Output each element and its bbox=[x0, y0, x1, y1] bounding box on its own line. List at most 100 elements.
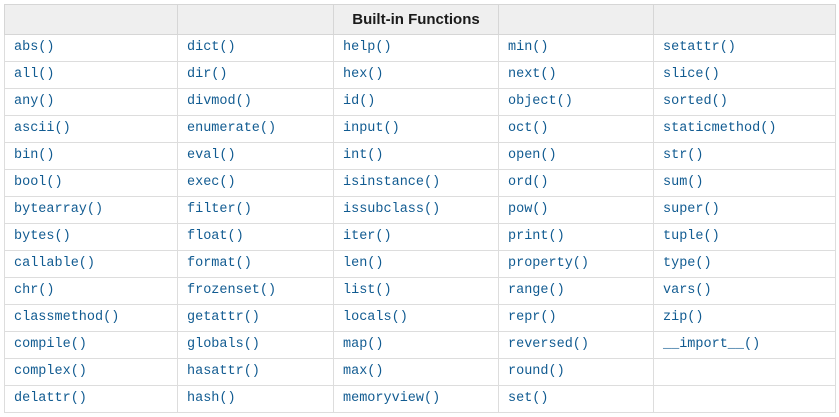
function-link[interactable]: slice() bbox=[663, 67, 720, 82]
function-link[interactable]: sum() bbox=[663, 175, 704, 190]
function-link[interactable]: setattr() bbox=[663, 40, 736, 55]
table-cell: oct() bbox=[498, 115, 654, 143]
table-cell-empty bbox=[653, 358, 836, 386]
function-link[interactable]: compile() bbox=[14, 337, 87, 352]
function-link[interactable]: list() bbox=[343, 283, 392, 298]
table-row: complex() hasattr() max() round() bbox=[4, 358, 836, 386]
table-row: classmethod() getattr() locals() repr() zip(… bbox=[4, 304, 836, 332]
function-link[interactable]: dict() bbox=[187, 40, 236, 55]
function-link[interactable]: all() bbox=[14, 67, 55, 82]
function-link[interactable]: iter() bbox=[343, 229, 392, 244]
table-cell: divmod() bbox=[177, 88, 334, 116]
function-link[interactable]: reversed() bbox=[508, 337, 590, 352]
function-link[interactable]: bytearray() bbox=[14, 202, 104, 217]
function-link[interactable]: enumerate() bbox=[187, 121, 277, 136]
table-cell: complex() bbox=[4, 358, 178, 386]
function-link[interactable]: print() bbox=[508, 229, 565, 244]
function-link[interactable]: type() bbox=[663, 256, 712, 271]
function-link[interactable]: globals() bbox=[187, 337, 260, 352]
table-cell: float() bbox=[177, 223, 334, 251]
function-link[interactable]: pow() bbox=[508, 202, 549, 217]
function-link[interactable]: super() bbox=[663, 202, 720, 217]
builtin-functions-table: Built-in Functions abs()dict()help()min(… bbox=[4, 4, 836, 413]
function-link[interactable]: complex() bbox=[14, 364, 87, 379]
function-link[interactable]: max() bbox=[343, 364, 384, 379]
function-link[interactable]: round() bbox=[508, 364, 565, 379]
table-cell: super() bbox=[653, 196, 836, 224]
function-link[interactable]: exec() bbox=[187, 175, 236, 190]
function-link[interactable]: int() bbox=[343, 148, 384, 163]
function-link[interactable]: divmod() bbox=[187, 94, 252, 109]
function-link[interactable]: next() bbox=[508, 67, 557, 82]
function-link[interactable]: format() bbox=[187, 256, 252, 271]
table-cell: bytes() bbox=[4, 223, 178, 251]
function-link[interactable]: sorted() bbox=[663, 94, 728, 109]
function-link[interactable]: str() bbox=[663, 148, 704, 163]
function-link[interactable]: property() bbox=[508, 256, 590, 271]
function-link[interactable]: filter() bbox=[187, 202, 252, 217]
function-link[interactable]: hash() bbox=[187, 391, 236, 406]
function-link[interactable]: open() bbox=[508, 148, 557, 163]
function-link[interactable]: memoryview() bbox=[343, 391, 441, 406]
function-link[interactable]: range() bbox=[508, 283, 565, 298]
function-link[interactable]: getattr() bbox=[187, 310, 260, 325]
table-cell: issubclass() bbox=[333, 196, 499, 224]
function-link[interactable]: eval() bbox=[187, 148, 236, 163]
function-link[interactable]: locals() bbox=[343, 310, 408, 325]
function-link[interactable]: staticmethod() bbox=[663, 121, 777, 136]
function-link[interactable]: ord() bbox=[508, 175, 549, 190]
function-link[interactable]: isinstance() bbox=[343, 175, 441, 190]
table-cell: slice() bbox=[653, 61, 836, 89]
table-row: bool() exec() isinstance() ord() sum() bbox=[4, 169, 836, 197]
function-link[interactable]: map() bbox=[343, 337, 384, 352]
function-link[interactable]: min() bbox=[508, 40, 549, 55]
function-link[interactable]: classmethod() bbox=[14, 310, 120, 325]
function-link[interactable]: len() bbox=[343, 256, 384, 271]
function-link[interactable]: oct() bbox=[508, 121, 549, 136]
function-link[interactable]: float() bbox=[187, 229, 244, 244]
table-cell: ascii() bbox=[4, 115, 178, 143]
function-link[interactable]: tuple() bbox=[663, 229, 720, 244]
function-link[interactable]: bin() bbox=[14, 148, 55, 163]
function-link[interactable]: hasattr() bbox=[187, 364, 260, 379]
table-cell: dir() bbox=[177, 61, 334, 89]
table-cell: compile() bbox=[4, 331, 178, 359]
table-row: bytes() float() iter() print() tuple() bbox=[4, 223, 836, 251]
function-link[interactable]: issubclass() bbox=[343, 202, 441, 217]
function-link[interactable]: help() bbox=[343, 40, 392, 55]
table-cell: list() bbox=[333, 277, 499, 305]
table-cell: vars() bbox=[653, 277, 836, 305]
table-cell: dict() bbox=[177, 34, 334, 62]
function-link[interactable]: repr() bbox=[508, 310, 557, 325]
header-cell-empty-4 bbox=[653, 4, 836, 35]
table-cell: bool() bbox=[4, 169, 178, 197]
table-row: all() dir() hex() next() slice() bbox=[4, 61, 836, 89]
function-link[interactable]: callable() bbox=[14, 256, 96, 271]
function-link[interactable]: dir() bbox=[187, 67, 228, 82]
function-link[interactable]: id() bbox=[343, 94, 376, 109]
function-link[interactable]: zip() bbox=[663, 310, 704, 325]
function-link[interactable]: any() bbox=[14, 94, 55, 109]
table-cell: chr() bbox=[4, 277, 178, 305]
function-link[interactable]: ascii() bbox=[14, 121, 71, 136]
table-cell: max() bbox=[333, 358, 499, 386]
table-cell: str() bbox=[653, 142, 836, 170]
function-link[interactable]: input() bbox=[343, 121, 400, 136]
function-link[interactable]: __import__() bbox=[663, 337, 761, 352]
function-link[interactable]: abs() bbox=[14, 40, 55, 55]
function-link[interactable]: chr() bbox=[14, 283, 55, 298]
function-link[interactable]: frozenset() bbox=[187, 283, 277, 298]
function-link[interactable]: bool() bbox=[14, 175, 63, 190]
function-link[interactable]: set() bbox=[508, 391, 549, 406]
table-cell: help() bbox=[333, 34, 499, 62]
table-row: abs() dict() help() min() setattr() bbox=[4, 34, 836, 62]
table-cell: ord() bbox=[498, 169, 654, 197]
function-link[interactable]: bytes() bbox=[14, 229, 71, 244]
function-link[interactable]: delattr() bbox=[14, 391, 87, 406]
function-link[interactable]: vars() bbox=[663, 283, 712, 298]
table-cell: sorted() bbox=[653, 88, 836, 116]
function-link[interactable]: object() bbox=[508, 94, 573, 109]
table-cell: delattr() bbox=[4, 385, 178, 413]
function-link[interactable]: hex() bbox=[343, 67, 384, 82]
